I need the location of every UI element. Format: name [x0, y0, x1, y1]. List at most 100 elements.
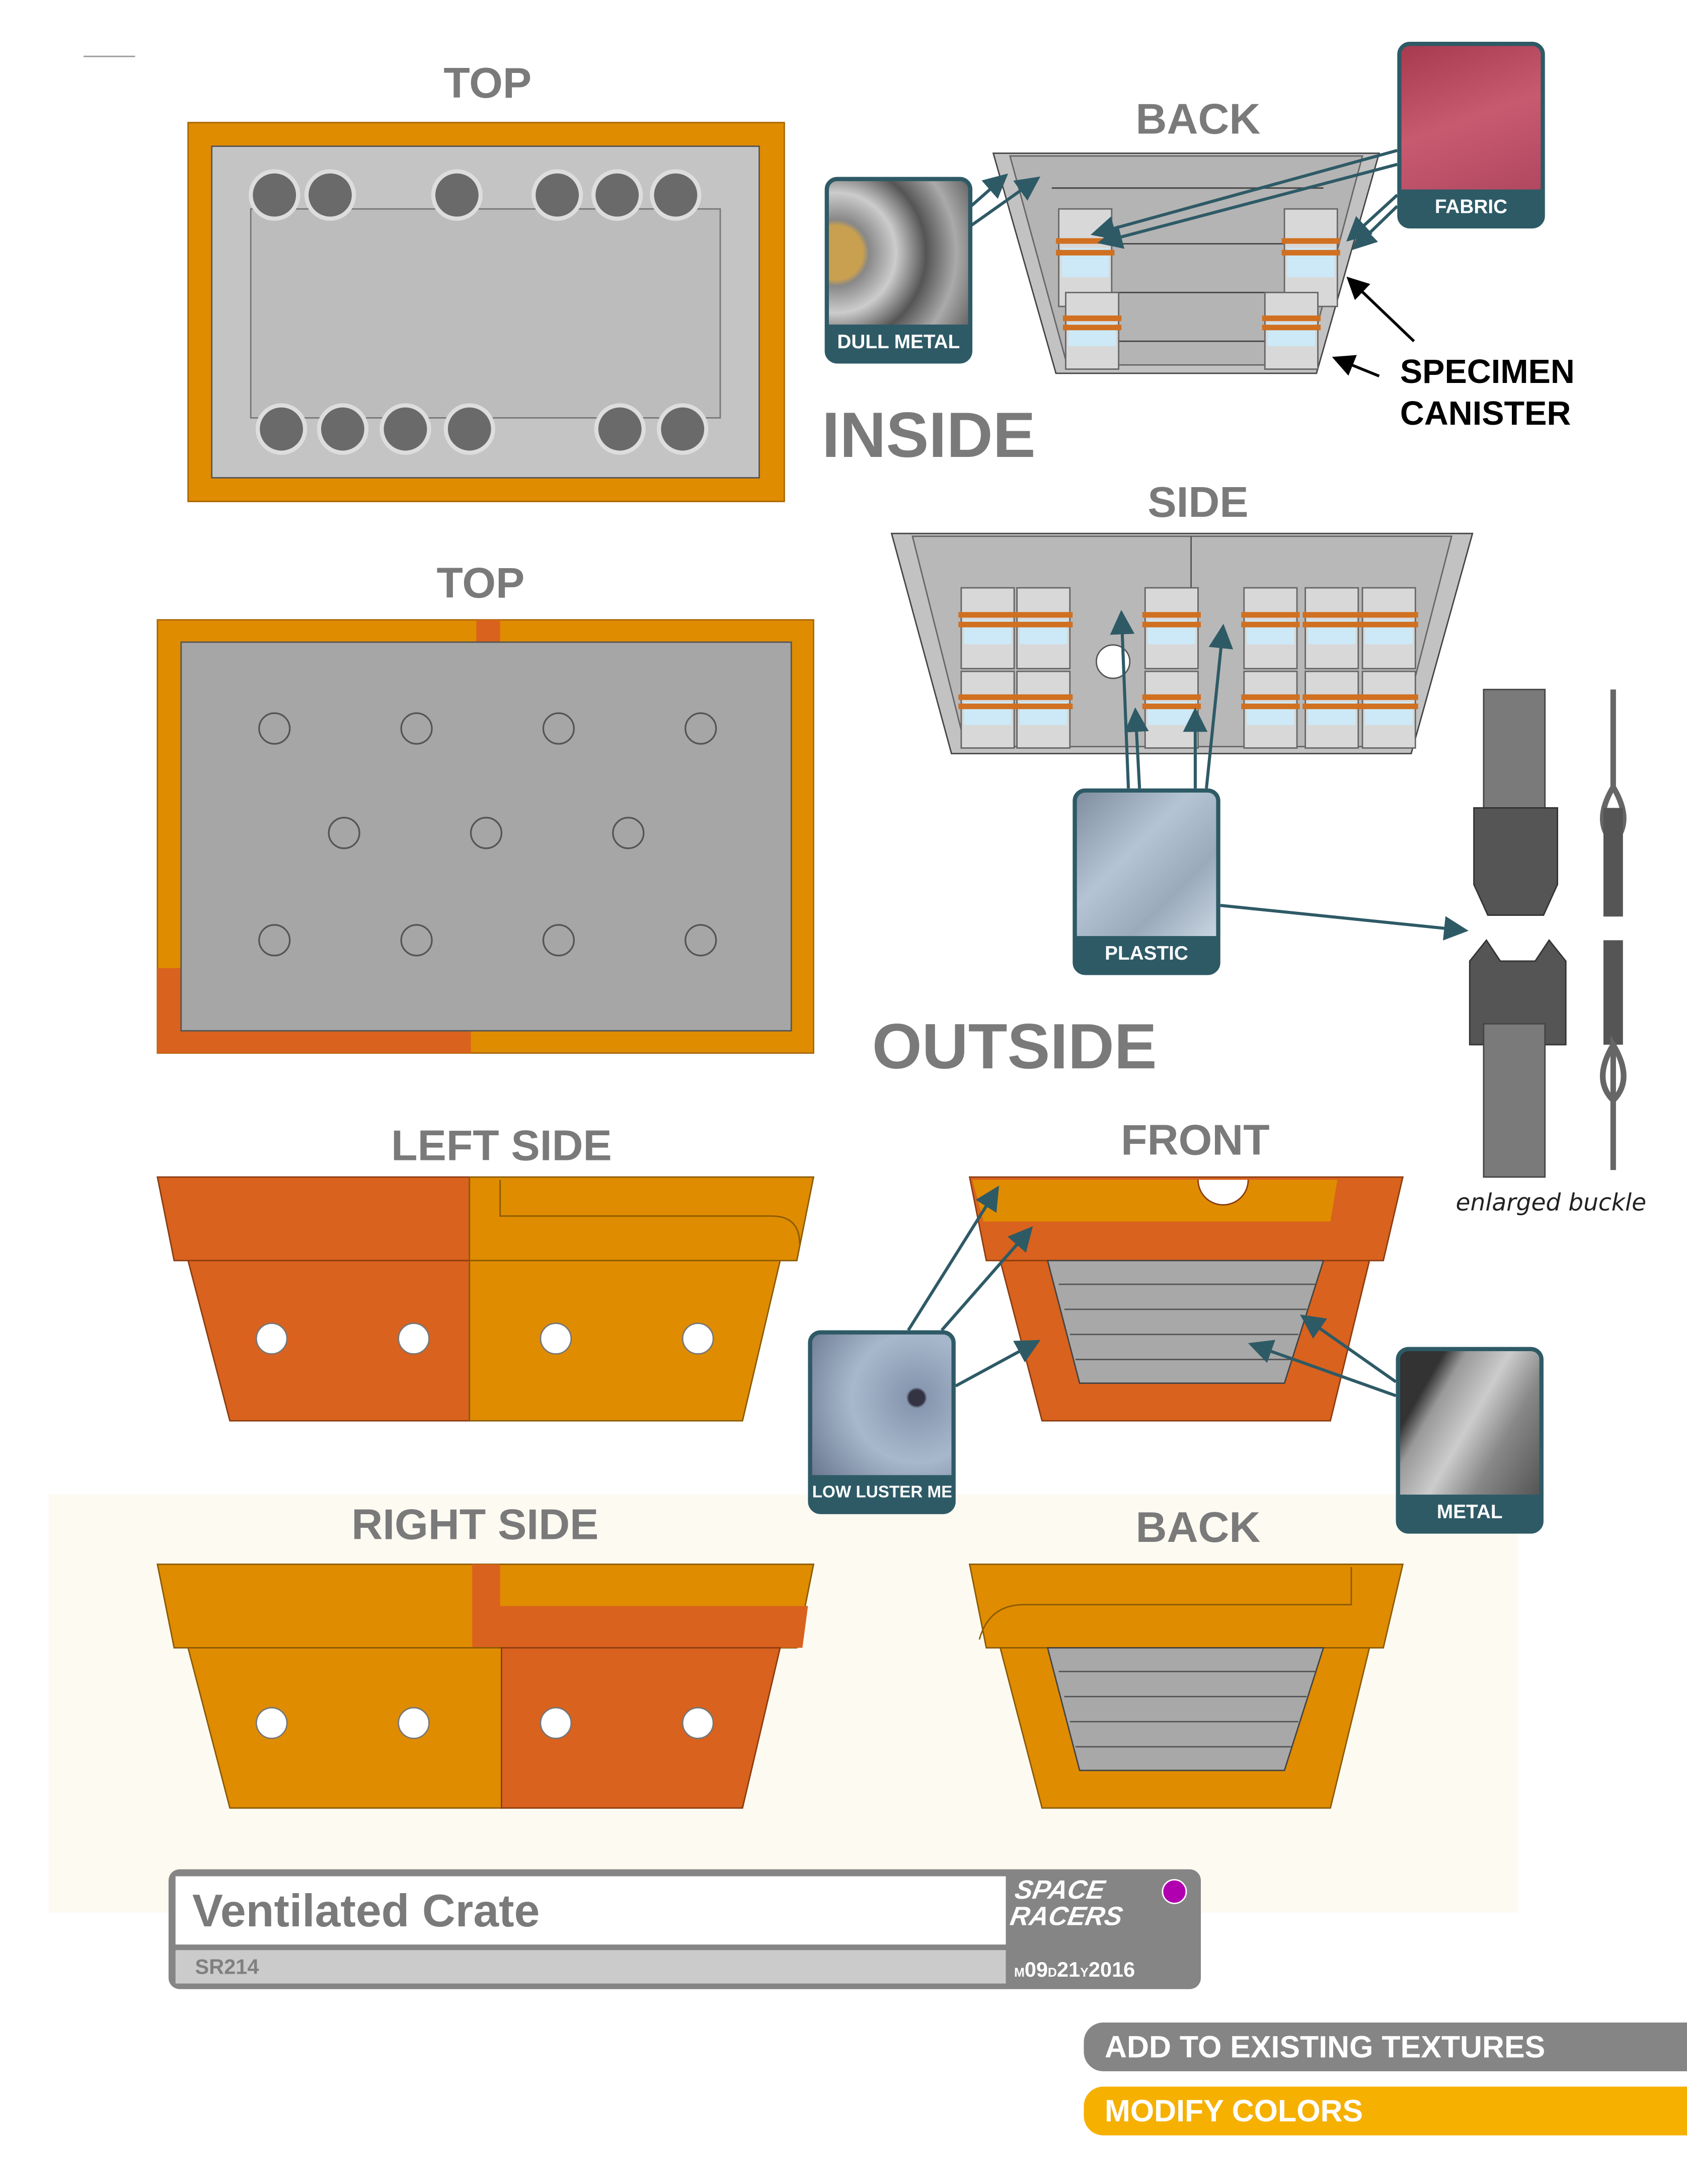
- canister-top: [317, 403, 369, 455]
- vent-hole: [470, 817, 503, 849]
- outside-back-label: BACK: [1135, 1503, 1261, 1552]
- left-side-label: LEFT SIDE: [391, 1121, 612, 1171]
- canister-top: [304, 169, 356, 221]
- strap: [1302, 704, 1361, 710]
- year-label: Y: [1080, 1965, 1089, 1980]
- vent-hole: [542, 712, 575, 745]
- month: 09: [1024, 1958, 1048, 1982]
- vent-hole: [400, 712, 433, 745]
- dull-metal-image: [828, 181, 968, 325]
- outside-heading: OUTSIDE: [872, 1009, 1157, 1082]
- strap: [1281, 250, 1340, 256]
- specimen-canister-label: SPECIMEN CANISTER: [1400, 352, 1575, 436]
- texture-plastic[interactable]: PLASTIC: [1072, 788, 1220, 975]
- strap: [958, 612, 1017, 618]
- strap: [1359, 612, 1418, 618]
- strap: [1359, 704, 1418, 710]
- inside-heading: INSIDE: [822, 398, 1036, 471]
- inside-back-label: BACK: [1135, 95, 1261, 144]
- strap: [1142, 621, 1201, 628]
- strap: [958, 621, 1017, 628]
- strap: [1359, 694, 1418, 700]
- code-text: SR214: [195, 1956, 259, 1980]
- strap: [1142, 612, 1201, 618]
- metal-caption: METAL: [1436, 1500, 1503, 1523]
- texture-low-luster-metal[interactable]: LOW LUSTER METAL: [808, 1330, 956, 1514]
- strap: [1262, 315, 1321, 322]
- date-text: M09D21Y2016: [1014, 1959, 1135, 1982]
- strap: [958, 704, 1017, 710]
- strap: [1014, 704, 1073, 710]
- strap: [1014, 612, 1073, 618]
- strap: [1241, 694, 1300, 700]
- modify-colors-button[interactable]: MODIFY COLORS: [1084, 2086, 1687, 2136]
- strap: [1281, 238, 1340, 244]
- strap: [1062, 315, 1122, 322]
- title-text: Ventilated Crate: [192, 1885, 540, 1936]
- specimen-line-1: SPECIMEN: [1400, 354, 1575, 392]
- vent-hole: [684, 924, 717, 957]
- vent-hole: [542, 924, 575, 957]
- strap: [1014, 621, 1073, 628]
- plastic-caption: PLASTIC: [1105, 942, 1188, 964]
- strap: [1056, 238, 1115, 244]
- front-label: FRONT: [1121, 1116, 1270, 1165]
- strap: [1062, 325, 1122, 331]
- enlarged-buckle-label: enlarged buckle: [1455, 1189, 1647, 1218]
- specimen-line-2: CANISTER: [1400, 396, 1571, 433]
- year: 2016: [1088, 1958, 1135, 1982]
- vent-hole: [684, 712, 717, 745]
- strap: [1302, 694, 1361, 700]
- status-dot: [1162, 1879, 1187, 1904]
- strap: [1142, 694, 1201, 700]
- inside-top-label: TOP: [443, 58, 532, 108]
- canister-top: [594, 403, 646, 455]
- vent-hole: [612, 817, 645, 849]
- strap: [1241, 621, 1300, 628]
- space-racers-logo: SPACE RACERS: [1008, 1876, 1157, 1932]
- dull-metal-caption: DULL METAL: [837, 330, 960, 353]
- texture-dull-metal[interactable]: DULL METAL: [824, 177, 973, 364]
- canister-top: [443, 403, 496, 455]
- corner-rule: [84, 55, 135, 57]
- outside-top-label: TOP: [436, 558, 525, 607]
- day: 21: [1057, 1958, 1081, 1982]
- texture-fabric[interactable]: FABRIC: [1397, 42, 1545, 228]
- strap: [1241, 612, 1300, 618]
- canister-top: [531, 169, 583, 221]
- vent-hole: [258, 712, 291, 745]
- right-side-label: RIGHT SIDE: [351, 1500, 599, 1549]
- canister-top: [431, 169, 483, 221]
- strap: [1302, 612, 1361, 618]
- strap: [1302, 621, 1361, 628]
- texture-metal[interactable]: METAL: [1396, 1347, 1544, 1534]
- fabric-image: [1401, 46, 1541, 190]
- strap: [1056, 250, 1115, 256]
- fabric-caption: FABRIC: [1434, 195, 1508, 217]
- strap: [1241, 704, 1300, 710]
- logo-text: SPACE RACERS: [1008, 1876, 1125, 1932]
- strap: [1262, 325, 1321, 331]
- month-label: M: [1014, 1965, 1025, 1980]
- canister-top: [379, 403, 431, 455]
- strap: [1014, 694, 1073, 700]
- add-to-existing-textures-button[interactable]: ADD TO EXISTING TEXTURES: [1084, 2022, 1687, 2072]
- inside-side-label: SIDE: [1147, 478, 1249, 527]
- strap: [1359, 621, 1418, 628]
- vent-hole: [328, 817, 360, 849]
- canister-top: [249, 169, 300, 221]
- strap: [958, 694, 1017, 700]
- title-block: Ventilated Crate SR214 SPACE RACERS M09D…: [168, 1869, 1201, 1989]
- strap: [1142, 704, 1201, 710]
- title-field: Ventilated Crate: [175, 1876, 1006, 1945]
- day-label: D: [1048, 1965, 1057, 1980]
